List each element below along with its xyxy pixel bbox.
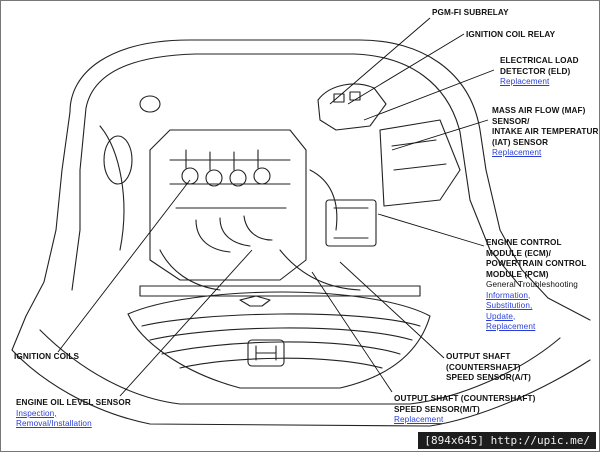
ignition-coil-relay-label: IGNITION COIL RELAY bbox=[466, 30, 556, 39]
leader-ign-relay bbox=[347, 33, 465, 105]
oil-inspection-link[interactable]: Inspection, bbox=[16, 408, 57, 418]
leader-coils bbox=[57, 179, 191, 353]
ecm-update-link[interactable]: Update, bbox=[486, 311, 516, 321]
grille bbox=[127, 291, 431, 389]
leader-oil bbox=[119, 249, 253, 397]
image-source-footer: [894x645] http://upic.me/ bbox=[418, 432, 596, 449]
maf-replacement-link[interactable]: Replacement bbox=[492, 148, 542, 157]
fender-left bbox=[11, 111, 71, 351]
fender-right bbox=[485, 169, 591, 321]
ecm-substitution-link[interactable]: Substitution, bbox=[486, 301, 533, 310]
oil-level-sensor-label: ENGINE OIL LEVEL SENSOR Inspection, Remo… bbox=[16, 398, 131, 428]
leader-ecm bbox=[377, 213, 485, 247]
emblem bbox=[247, 339, 285, 367]
leader-pgm bbox=[329, 17, 431, 105]
ignition-coils-label: IGNITION COILS bbox=[14, 352, 80, 361]
output-shaft-mt-replacement-link[interactable]: Replacement bbox=[394, 415, 444, 424]
battery bbox=[325, 199, 377, 247]
ecm-information-link[interactable]: Information, bbox=[486, 290, 531, 300]
eld-replacement-link[interactable]: Replacement bbox=[500, 77, 550, 86]
ecm-pcm-label: ENGINE CONTROL MODULE (ECM)/ POWERTRAIN … bbox=[486, 238, 587, 331]
pgm-fi-subrelay-label: PGM-FI SUBRELAY bbox=[432, 8, 509, 17]
oil-removal-installation-link[interactable]: Removal/Installation bbox=[16, 419, 92, 428]
air-cleaner bbox=[379, 119, 461, 207]
hood-latch bbox=[239, 295, 271, 307]
output-shaft-mt-label: OUTPUT SHAFT (COUNTERSHAFT) SPEED SENSOR… bbox=[394, 394, 536, 424]
output-shaft-at-label: OUTPUT SHAFT (COUNTERSHAFT) SPEED SENSOR… bbox=[446, 352, 531, 382]
front-bumper bbox=[11, 349, 591, 427]
leader-out-mt bbox=[311, 271, 393, 393]
fuse-box bbox=[317, 83, 387, 131]
ecm-replacement-link[interactable]: Replacement bbox=[486, 322, 536, 331]
maf-sensor-label: MASS AIR FLOW (MAF) SENSOR/ INTAKE AIR T… bbox=[492, 106, 600, 159]
engine-block bbox=[149, 129, 307, 281]
eld-label: ELECTRICAL LOAD DETECTOR (ELD) Replaceme… bbox=[500, 56, 579, 86]
hood-outline bbox=[69, 39, 487, 171]
leader-out-ct bbox=[339, 261, 445, 359]
radiator bbox=[139, 285, 421, 297]
leader-maf bbox=[391, 119, 489, 151]
leader-eld bbox=[363, 69, 495, 121]
